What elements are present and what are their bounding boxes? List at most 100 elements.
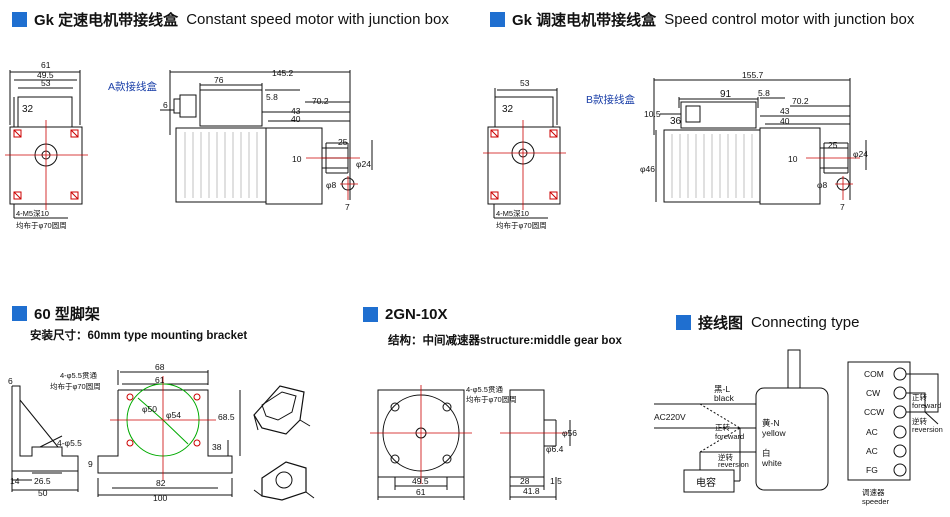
speed-side-labels: 155.7 91 5.8 70.2 10.5 36 43 40 25 φ24 1… [640, 70, 868, 212]
wiring-diagram [654, 349, 939, 493]
wire-label: 黄-N [762, 418, 779, 428]
dim-label: φ46 [640, 164, 655, 174]
dim-label: 155.7 [742, 70, 764, 80]
box-a-label: A款接线盒 [108, 80, 158, 93]
dim-label: 5.8 [266, 92, 278, 102]
box-b-label: B款接线盒 [586, 93, 636, 106]
bracket-side-view [11, 385, 79, 492]
hole-note: 均布于φ70圆周 [16, 220, 67, 230]
bracket-front-view [97, 370, 241, 497]
hole-note: 4-M5深10 [496, 209, 529, 218]
dim-label: 40 [291, 114, 301, 124]
dim-label: 32 [502, 104, 514, 115]
dim-label: 7 [840, 202, 845, 212]
header-wiring: 接线图 Connecting type [676, 312, 859, 333]
dim-label: 91 [720, 89, 732, 100]
dim-label: 38 [212, 442, 222, 452]
dim-label: φ24 [853, 149, 868, 159]
bracket-subtitle: 安装尺寸：60mm type mounting bracket [30, 330, 248, 342]
terminal-label: COM [864, 369, 884, 379]
header-gearbox: 2GN-10X [363, 306, 448, 323]
dim-label: 9 [88, 459, 93, 469]
wire-label: reversion [912, 425, 943, 434]
header-constant-motor: Gk 定速电机带接线盒 Constant speed motor with ju… [12, 9, 449, 30]
wiring-labels: 黑-L black AC220V 正转 foreward 逆转 reversio… [654, 369, 943, 506]
const-front-labels: 61 49.5 53 32 4-M5深10 均布于φ70圆周 [16, 60, 67, 230]
terminal-label: FG [866, 465, 878, 475]
section-square-icon [12, 12, 27, 27]
hole-note: 4-M5深10 [16, 209, 49, 218]
gearbox-side-view [500, 389, 571, 500]
wire-label: 逆转 [912, 416, 927, 426]
hole-note: 均布于φ70圆周 [466, 394, 517, 404]
dim-label: 53 [41, 78, 51, 88]
const-front-view [5, 70, 88, 219]
dim-label: 53 [520, 78, 530, 88]
section-square-icon [490, 12, 505, 27]
speeder-label: 调速器 [862, 488, 885, 497]
dim-label: φ6.4 [546, 444, 564, 454]
power-label: AC220V [654, 412, 686, 422]
dim-label: 49.5 [37, 70, 54, 80]
dim-label: φ56 [562, 428, 577, 438]
dim-label: 41.8 [523, 486, 540, 496]
dim-label: 10 [292, 154, 302, 164]
terminal-label: CW [866, 388, 880, 398]
header-speed-motor: Gk 调速电机带接线盒 Speed control motor with jun… [490, 9, 914, 30]
section-square-icon [363, 307, 378, 322]
header-title-cn: 接线图 [698, 315, 744, 332]
gearbox-subtitle: 结构：中间减速器structure:middle gear box [388, 335, 622, 347]
dim-label: φ24 [356, 159, 371, 169]
dim-label: 25 [828, 140, 838, 150]
capacitor-label: 电容 [696, 476, 716, 489]
wire-label: 正转 [912, 392, 927, 402]
dim-label: 40 [780, 116, 790, 126]
wire-label: 白 [762, 448, 771, 458]
speeder-label: speeder [862, 497, 890, 506]
dim-label: 49.5 [412, 476, 429, 486]
dim-label: 70.2 [312, 96, 329, 106]
terminal-label: AC [866, 427, 878, 437]
dim-label: 61 [416, 487, 426, 497]
section-square-icon [676, 315, 691, 330]
dim-label: 6 [8, 376, 13, 386]
header-title-en: Constant speed motor with junction box [186, 11, 449, 28]
dim-label: 32 [22, 104, 34, 115]
wire-label: foreward [912, 401, 941, 410]
dim-label: 50 [38, 488, 48, 498]
dim-label: 70.2 [792, 96, 809, 106]
dim-label: 6 [163, 100, 168, 110]
dim-label: 43 [291, 106, 301, 116]
dim-label: φ50 [142, 404, 157, 414]
wire-label: yellow [762, 428, 786, 438]
header-title-cn: Gk 定速电机带接线盒 [34, 12, 179, 29]
dim-label: 28 [520, 476, 530, 486]
hole-note: 均布于φ70圆周 [496, 220, 547, 230]
wire-label: 逆转 [718, 452, 733, 462]
dim-label: φ8 [817, 180, 828, 190]
header-title: 2GN-10X [385, 306, 448, 323]
dim-label: 10 [788, 154, 798, 164]
dim-label: 5.8 [758, 88, 770, 98]
terminal-label: AC [866, 446, 878, 456]
dim-label: 10.5 [644, 109, 661, 119]
bracket-labels: 6 14 26.5 50 4-φ5.5 4-φ5.5贯通 均布于φ70圆周 68… [8, 362, 235, 503]
dim-label: 68.5 [218, 412, 235, 422]
dim-label: φ54 [166, 410, 181, 420]
dim-label: 61 [155, 375, 165, 385]
wire-label: 黑-L [714, 384, 730, 394]
header-title-en: Connecting type [751, 314, 860, 331]
dim-label: 68 [155, 362, 165, 372]
dim-label: 100 [153, 493, 167, 503]
dim-label: 7 [345, 202, 350, 212]
dim-label: 25 [338, 137, 348, 147]
header-bracket: 60 型脚架 [12, 303, 100, 324]
wire-label: foreward [715, 432, 744, 441]
dim-label: 26.5 [34, 476, 51, 486]
dim-label: 82 [156, 478, 166, 488]
header-title: 60 型脚架 [34, 306, 100, 323]
gearbox-front-view [370, 385, 472, 500]
header-title-cn: Gk 调速电机带接线盒 [512, 12, 657, 29]
dim-label: 4-φ5.5 [57, 438, 82, 448]
